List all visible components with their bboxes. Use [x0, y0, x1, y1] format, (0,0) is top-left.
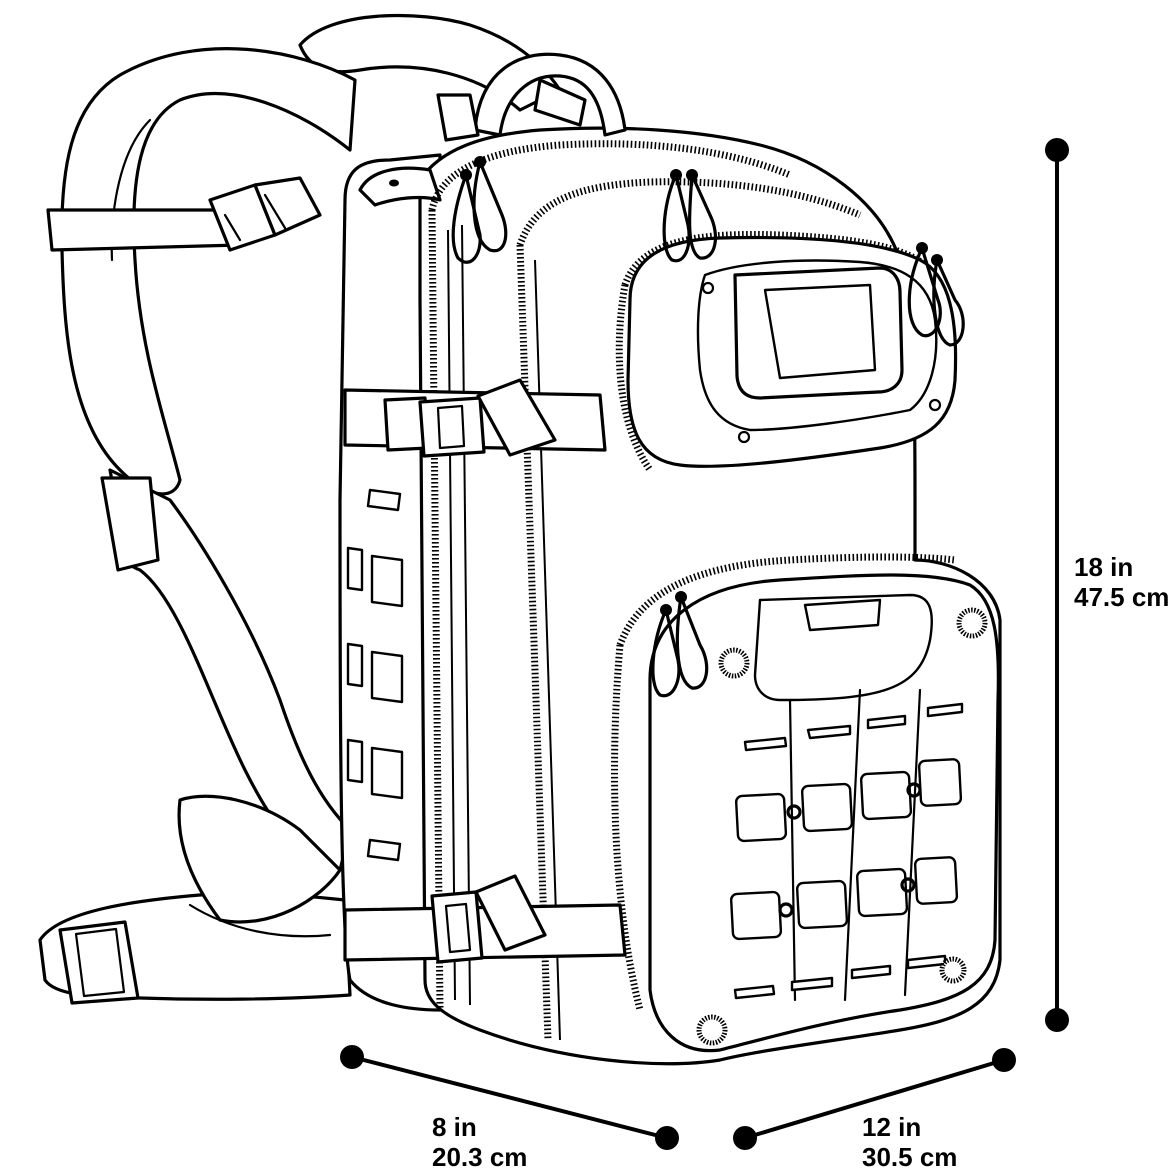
depth-metric: 20.3 cm — [432, 1142, 528, 1172]
height-label: 18 in 47.5 cm — [1074, 552, 1169, 612]
side-molle-slots — [346, 488, 404, 862]
molle-panels — [729, 758, 963, 941]
height-imperial: 18 in — [1074, 552, 1134, 582]
width-imperial: 12 in — [862, 1112, 922, 1142]
depth-label: 8 in 20.3 cm — [432, 1112, 527, 1172]
grommets — [696, 607, 988, 1046]
width-label: 12 in 30.5 cm — [862, 1112, 957, 1172]
shoulder-harness — [46, 13, 562, 872]
width-metric: 30.5 cm — [862, 1142, 958, 1172]
depth-imperial: 8 in — [432, 1112, 477, 1142]
compression-straps — [343, 378, 627, 964]
depth-dimension-line — [340, 1045, 679, 1150]
lower-front-pocket — [648, 573, 1000, 1053]
zipper-pulls — [451, 156, 965, 698]
width-dimension-line — [733, 1048, 1016, 1150]
upper-front-pocket — [626, 235, 958, 468]
height-metric: 47.5 cm — [1074, 582, 1169, 612]
height-dimension-line — [1045, 138, 1069, 1032]
molle-slits — [733, 702, 964, 1000]
